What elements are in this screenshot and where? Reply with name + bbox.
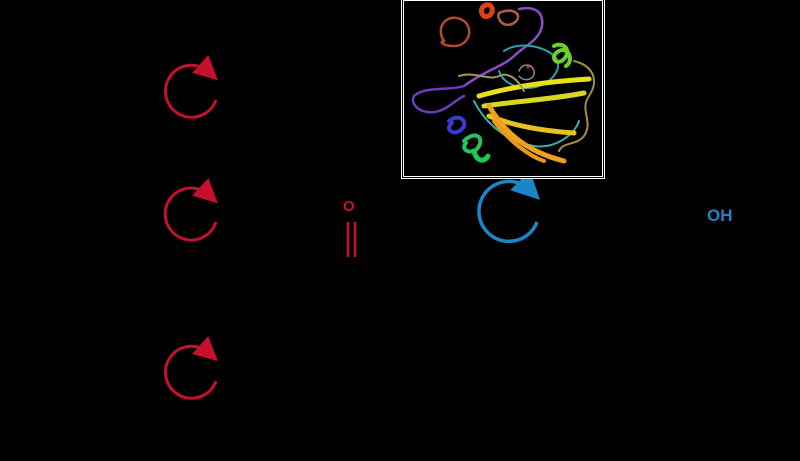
curved-arrow-icon — [164, 55, 218, 119]
hydroxyl-label: OH — [707, 206, 733, 225]
curved-arrow-icon — [477, 170, 540, 244]
carbonyl-oxygen-label: O — [343, 198, 355, 215]
curved-arrow-icon — [163, 178, 218, 242]
protein-structure-image — [403, 0, 603, 177]
curved-arrow-icon — [164, 336, 218, 400]
protein-ribbon-icon — [411, 2, 595, 164]
carbonyl-double-bond — [346, 222, 357, 257]
